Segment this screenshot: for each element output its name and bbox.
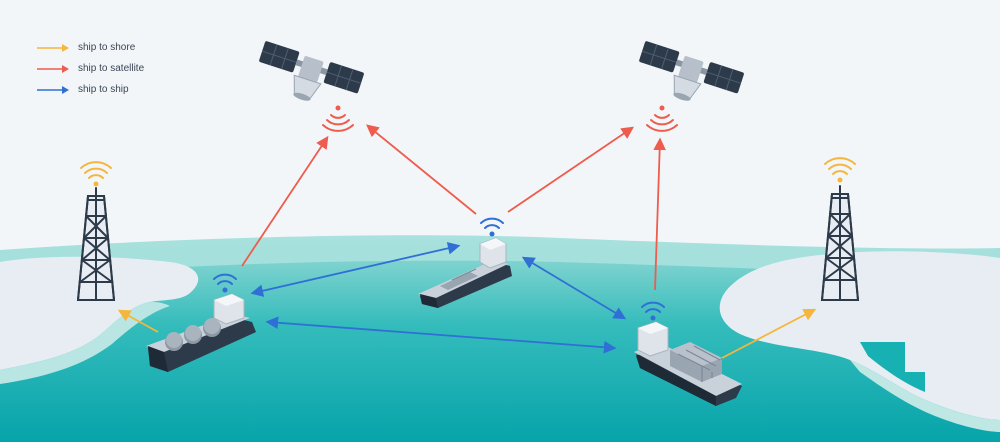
arrow-right-ship-to-right-shore [721,308,817,359]
satellite-left-icon [259,41,364,101]
arrow-left-ship-to-right-ship [265,316,617,354]
tower-left-icon [76,187,116,301]
right-coast-edge [850,360,1000,432]
satellite-right-icon [639,41,744,101]
legend-arrow-red-icon [37,64,69,73]
arrow-right-ship-to-right-satellite [653,137,666,291]
legend-label: ship to shore [78,42,136,53]
arrow-left-ship-to-middle-ship [250,242,461,297]
ship-left-lng-icon [146,293,256,372]
legend: ship to shore ship to satellite ship to … [36,37,144,100]
arrow-left-ship-to-left-shore [117,309,159,333]
arrow-middle-ship-to-right-ship [521,256,627,320]
ship-right-container-icon [634,321,742,406]
tower-right-icon [820,185,860,301]
satellite-right-signal-icon [646,105,678,132]
legend-label: ship to satellite [78,63,145,74]
legend-item-ship-to-shore: ship to shore [36,37,144,58]
right-landmass [719,251,1000,420]
harbor-channel [860,342,925,392]
left-landmass [0,256,199,370]
satellite-left-signal-icon [322,105,354,132]
tower-right-signal-icon [824,157,856,183]
ship-right-signal-icon [641,301,665,321]
legend-item-ship-to-satellite: ship to satellite [36,58,144,79]
arrow-middle-ship-to-right-satellite [507,126,635,213]
ship-left-signal-icon [213,273,237,293]
legend-label: ship to ship [78,84,129,95]
ship-middle-signal-icon [480,217,504,237]
tower-left-signal-icon [80,161,112,187]
left-coast-edge [0,302,170,384]
arrow-middle-ship-to-left-satellite [366,124,477,215]
legend-arrow-yellow-icon [37,43,69,52]
legend-item-ship-to-ship: ship to ship [36,79,144,100]
legend-arrow-blue-icon [37,85,69,94]
